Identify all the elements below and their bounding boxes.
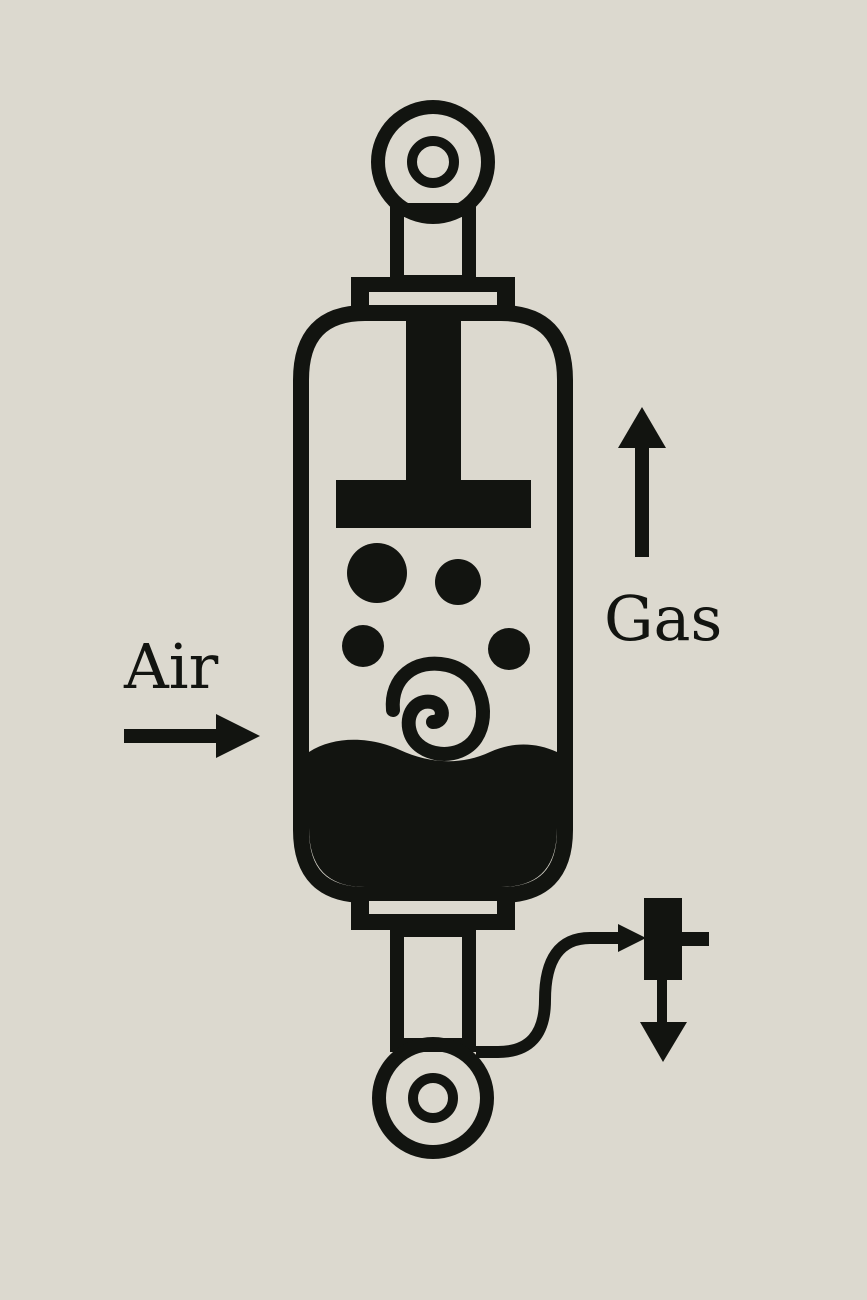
bubble-icon <box>488 628 530 670</box>
bubble-icon <box>435 559 481 605</box>
upper-eye-mount-icon <box>371 100 495 289</box>
cylinder-vessel-icon <box>293 305 573 903</box>
bubble-icon <box>342 625 384 667</box>
piston-rod-icon <box>336 313 531 528</box>
air-label: Air <box>123 630 219 703</box>
bubbles <box>342 543 530 670</box>
gas-outlet-arrow-icon <box>618 407 666 557</box>
air-inlet-arrow-icon <box>124 714 260 758</box>
drain-valve-icon <box>476 898 709 1062</box>
bubble-icon <box>347 543 407 603</box>
liquid-fill-icon <box>309 739 557 887</box>
lower-collar <box>351 896 515 930</box>
gas-label: Gas <box>604 582 722 655</box>
swirl-icon <box>385 656 490 761</box>
lower-eye-mount-icon <box>372 923 494 1159</box>
